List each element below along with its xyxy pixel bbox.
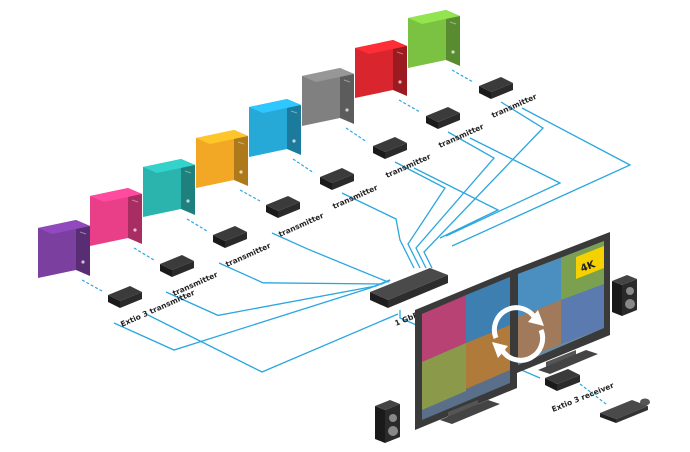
tower-pc-icon [38, 220, 90, 278]
cable [345, 127, 368, 143]
network-cable [415, 131, 496, 269]
left-monitor [415, 268, 517, 430]
network-cable [218, 262, 391, 285]
mouse-icon [640, 398, 650, 406]
badge-4k: 4K [579, 259, 598, 275]
speaker-right [612, 275, 637, 316]
network-cable [451, 107, 632, 247]
monitor-wall: 4K [415, 232, 610, 430]
keyboard-icon [600, 400, 648, 423]
cable [398, 99, 421, 113]
tower-pc-icon [249, 99, 301, 157]
network-cable [413, 167, 500, 239]
network-cable [271, 232, 391, 283]
tower-pc-icon [355, 40, 407, 98]
tower-pc-icon [196, 130, 248, 188]
extender-box-icon: transmitter [479, 77, 538, 120]
tower-pc-icon [408, 10, 460, 68]
network-cable [394, 161, 446, 269]
cable [292, 158, 315, 174]
receiver-device: Extio 3 receiver [545, 369, 615, 414]
cable [451, 69, 474, 83]
cable [133, 247, 155, 261]
tower-pc-icon [302, 68, 354, 126]
extender-box-icon: transmitter [213, 226, 272, 269]
tower-pc-icon [90, 188, 142, 246]
network-cable [147, 313, 399, 373]
extender-box-icon: transmitter [426, 107, 485, 150]
cable [81, 279, 103, 292]
tower-pc-icon [143, 159, 195, 217]
speaker-left [375, 400, 400, 443]
network-cable [445, 137, 562, 237]
computer-group [38, 10, 460, 278]
swap-arrows-icon [491, 305, 546, 363]
cable [239, 189, 261, 202]
extender-box-icon: transmitter [266, 196, 325, 239]
extender-box-icon: transmitter [320, 168, 379, 211]
network-cable [423, 101, 545, 269]
usb-cable [579, 383, 607, 405]
cable [186, 218, 208, 232]
right-monitor: 4K [512, 232, 610, 375]
network-cable [341, 192, 415, 269]
